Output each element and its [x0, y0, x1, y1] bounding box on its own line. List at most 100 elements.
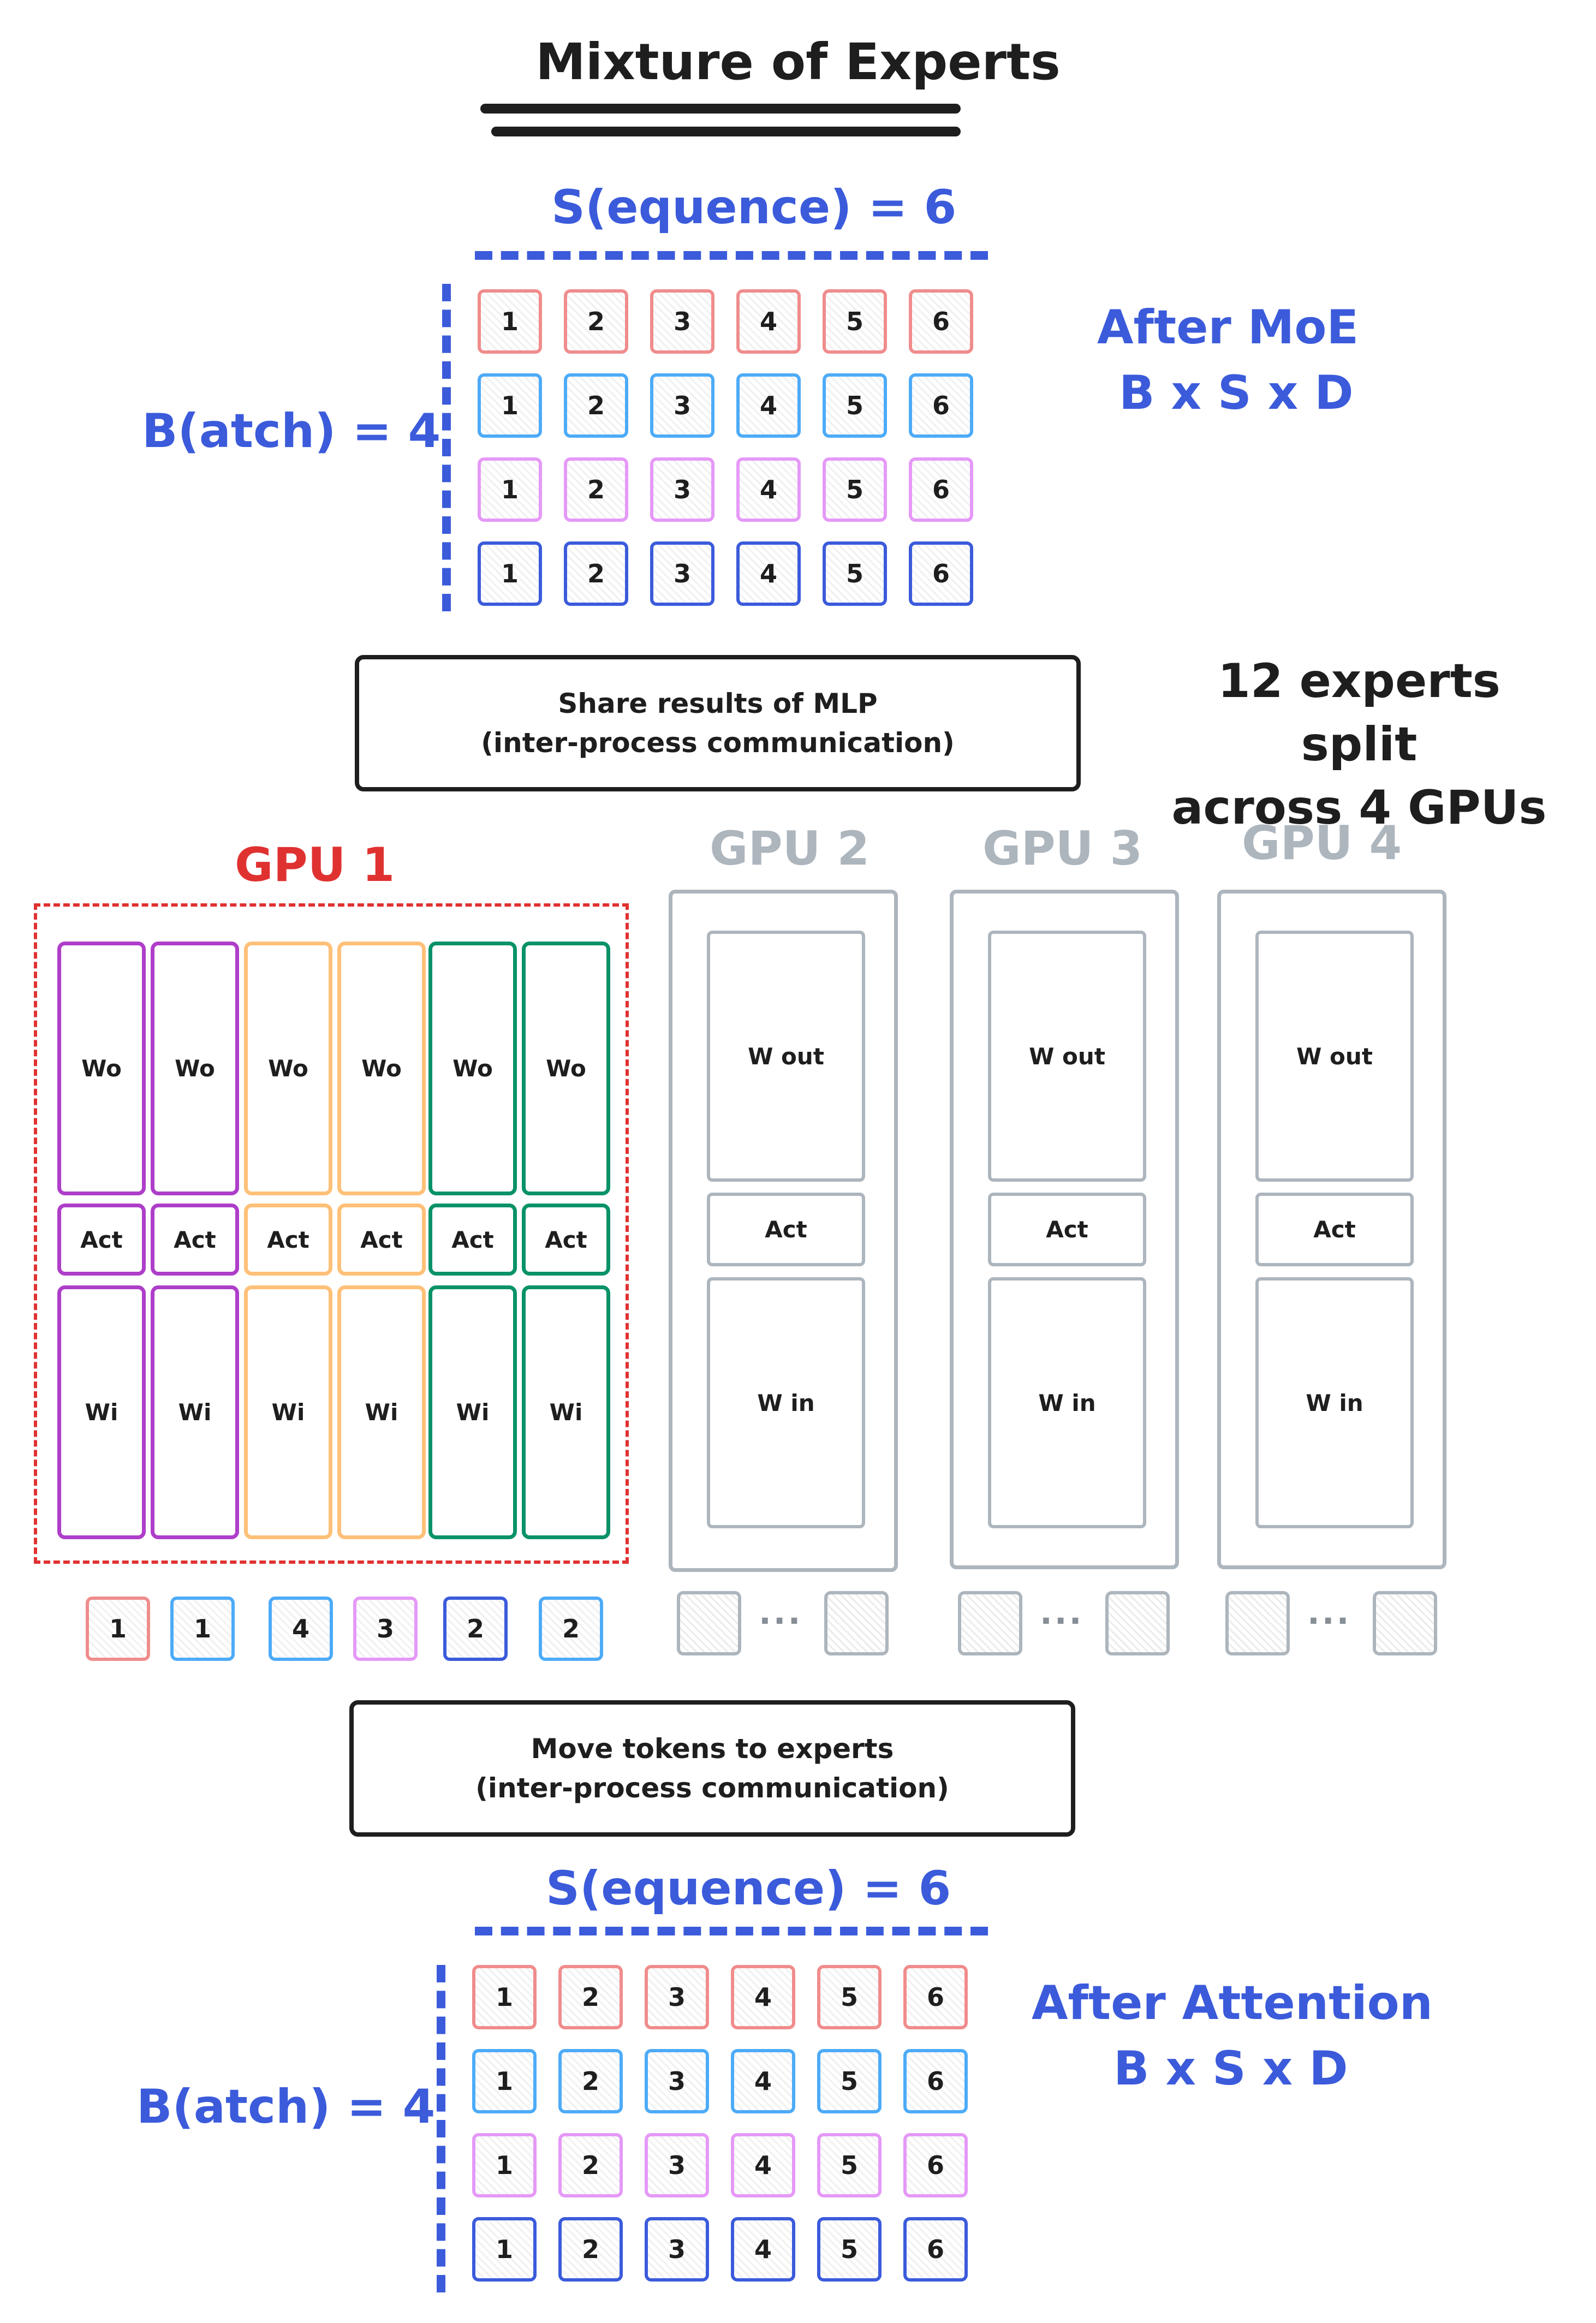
token-cell: 5: [817, 2217, 882, 2282]
token-cell: 1: [472, 2217, 537, 2282]
gpu-token-placeholder: [1225, 1591, 1290, 1655]
gpu-label: GPU 2: [710, 821, 870, 876]
expert-wi: Wi: [522, 1285, 610, 1539]
act-block: Act: [1255, 1193, 1414, 1266]
w-in-block: W in: [988, 1277, 1146, 1528]
token-cell: 4: [736, 289, 801, 354]
bottom-seq-dash: [475, 1927, 988, 1935]
act-block: Act: [707, 1193, 865, 1266]
bottom-batch-label: B(atch) = 4: [136, 2080, 436, 2134]
token-cell: 5: [817, 1965, 882, 2029]
token-cell: 3: [645, 2217, 709, 2282]
bottom-batch-dash: [437, 1965, 445, 2292]
expert-wi: Wi: [244, 1285, 332, 1539]
token-cell: 2: [558, 1965, 623, 2029]
token-cell: 2: [558, 2217, 623, 2282]
expert-act: Act: [428, 1204, 517, 1276]
top-batch-dash: [442, 284, 451, 611]
expert-wo: Wo: [337, 942, 426, 1195]
top-batch-label: B(atch) = 4: [142, 404, 441, 458]
expert-wi: Wi: [151, 1285, 239, 1539]
token-cell: 4: [731, 2049, 795, 2113]
token-cell: 1: [478, 289, 542, 354]
gpu-frame: [669, 890, 898, 1572]
expert-wi: Wi: [337, 1285, 426, 1539]
gpu-token-placeholder: [677, 1591, 741, 1655]
token-cell: 4: [731, 2217, 795, 2282]
expert-wo: Wo: [244, 942, 332, 1195]
gpu-token-placeholder: [1105, 1591, 1170, 1655]
gpu1-label: GPU 1: [235, 838, 395, 892]
routed-token: 2: [443, 1597, 508, 1661]
gpu-label: GPU 3: [982, 821, 1143, 876]
routed-token: 2: [539, 1597, 603, 1661]
token-cell: 2: [558, 2133, 623, 2197]
ellipsis: ...: [759, 1594, 803, 1632]
token-cell: 5: [823, 289, 887, 354]
title-underline: [480, 104, 961, 114]
expert-act: Act: [57, 1204, 146, 1276]
token-cell: 2: [564, 373, 628, 438]
w-in-block: W in: [707, 1277, 865, 1528]
gpu-label: GPU 4: [1242, 816, 1402, 871]
expert-wo: Wo: [522, 942, 610, 1195]
act-block: Act: [988, 1193, 1146, 1266]
token-cell: 5: [823, 373, 887, 438]
expert-act: Act: [522, 1204, 610, 1276]
ellipsis: ...: [1040, 1594, 1084, 1632]
expert-wo: Wo: [57, 942, 146, 1195]
experts-note: 12 experts split across 4 GPUs: [1163, 650, 1556, 839]
token-cell: 6: [909, 373, 973, 438]
token-cell: 3: [650, 373, 714, 438]
routed-token: 1: [170, 1597, 235, 1661]
token-cell: 6: [903, 1965, 968, 2029]
top-seq-dash: [475, 251, 988, 260]
title-underline-2: [491, 127, 961, 136]
token-cell: 4: [736, 541, 801, 606]
bottom-seq-label: S(equence) = 6: [546, 1861, 951, 1916]
token-cell: 6: [903, 2133, 968, 2197]
token-cell: 1: [478, 373, 542, 438]
token-cell: 1: [472, 2133, 537, 2197]
bottom-side-dims: B x S x D: [1113, 2041, 1348, 2096]
token-cell: 4: [731, 2133, 795, 2197]
token-cell: 1: [472, 1965, 537, 2029]
token-cell: 5: [817, 2133, 882, 2197]
token-cell: 5: [823, 541, 887, 606]
token-cell: 2: [564, 457, 628, 522]
share-results-line2: (inter-process communication): [481, 727, 955, 759]
w-out-block: W out: [1255, 931, 1414, 1182]
token-cell: 3: [650, 457, 714, 522]
token-cell: 3: [645, 1965, 709, 2029]
token-cell: 1: [478, 457, 542, 522]
top-side-title: After MoE: [1097, 300, 1359, 355]
top-side-dims: B x S x D: [1119, 366, 1354, 420]
ellipsis: ...: [1307, 1594, 1351, 1632]
gpu-frame: [1217, 890, 1446, 1569]
routed-token: 4: [269, 1597, 333, 1661]
token-cell: 1: [478, 541, 542, 606]
move-tokens-line2: (inter-process communication): [475, 1772, 949, 1804]
token-cell: 6: [903, 2217, 968, 2282]
token-cell: 2: [564, 289, 628, 354]
token-cell: 3: [650, 289, 714, 354]
token-cell: 2: [564, 541, 628, 606]
expert-wo: Wo: [151, 942, 239, 1195]
experts-note-line1: 12 experts split: [1217, 654, 1500, 772]
gpu1-frame: [34, 903, 629, 1564]
expert-act: Act: [337, 1204, 426, 1276]
diagram-title: Mixture of Experts: [535, 33, 1061, 91]
expert-act: Act: [151, 1204, 239, 1276]
token-cell: 6: [909, 457, 973, 522]
bottom-side-title: After Attention: [1032, 1976, 1433, 2030]
token-cell: 5: [817, 2049, 882, 2113]
expert-wo: Wo: [428, 942, 517, 1195]
token-cell: 6: [909, 541, 973, 606]
w-out-block: W out: [988, 931, 1146, 1182]
top-seq-label: S(equence) = 6: [551, 180, 957, 235]
gpu-token-placeholder: [1373, 1591, 1437, 1655]
w-in-block: W in: [1255, 1277, 1414, 1528]
expert-act: Act: [244, 1204, 332, 1276]
